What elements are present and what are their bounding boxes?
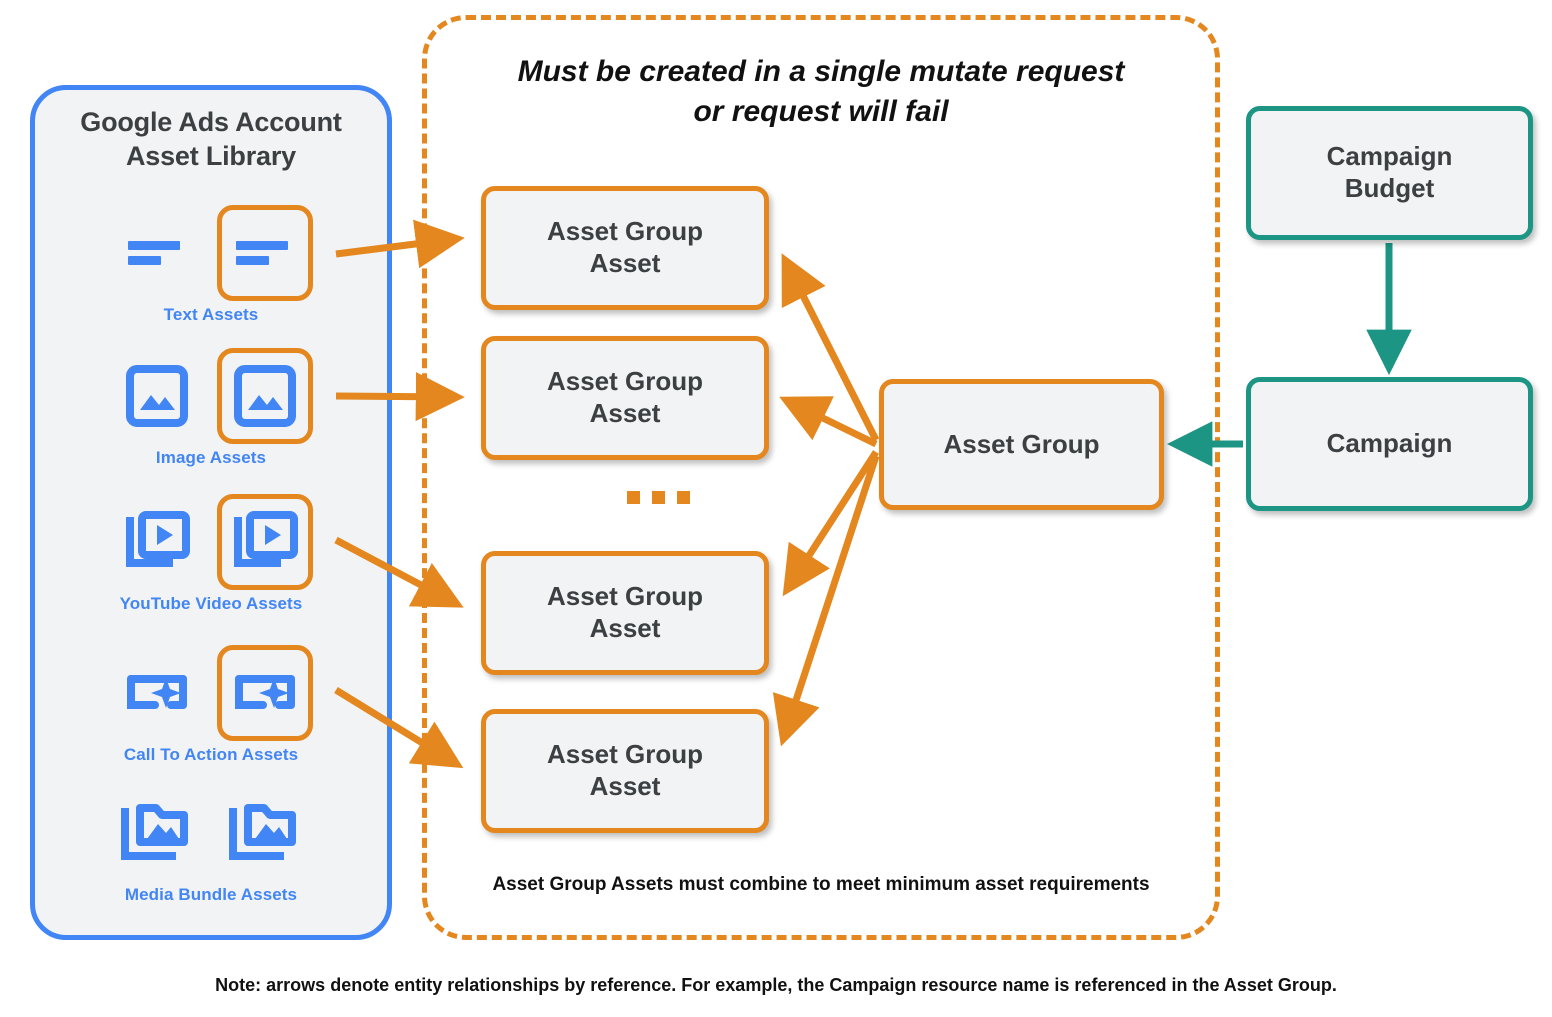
library-title-line2: Asset Library xyxy=(126,140,296,171)
asset-icons-cta xyxy=(30,645,392,741)
mutate-title-line2: or request will fail xyxy=(693,94,949,128)
ellipsis-dot-2 xyxy=(652,491,665,504)
video-stack-icon-highlighted[interactable] xyxy=(217,494,313,590)
aga-2-line1: Asset Group xyxy=(546,366,704,397)
aga-2-line2: Asset xyxy=(589,398,661,428)
text-lines-icon-highlighted[interactable] xyxy=(217,205,313,301)
aga-3-line2: Asset xyxy=(589,613,661,643)
mutate-title-line1: Must be created in a single mutate reque… xyxy=(517,55,1125,88)
asset-row-image: Image Assets xyxy=(30,348,392,468)
node-campaign-budget[interactable]: Campaign Budget xyxy=(1246,106,1533,240)
asset-group-label: Asset Group xyxy=(943,428,1100,459)
asset-caption-media-bundle: Media Bundle Assets xyxy=(124,885,298,904)
asset-icons-video xyxy=(30,494,392,590)
ellipsis-indicator xyxy=(627,491,690,504)
image-icon-plain xyxy=(109,348,205,444)
asset-library-panel xyxy=(30,85,392,940)
asset-row-video: YouTube Video Assets xyxy=(30,494,392,614)
ellipsis-dot-1 xyxy=(627,491,640,504)
node-asset-group[interactable]: Asset Group xyxy=(879,379,1164,510)
asset-caption-cta: Call To Action Assets xyxy=(123,745,299,764)
bottom-note: Note: arrows denote entity relationships… xyxy=(215,975,1337,995)
aga-1-line2: Asset xyxy=(589,248,661,278)
asset-row-text: Text Assets xyxy=(30,205,392,325)
aga-4-line2: Asset xyxy=(589,771,661,801)
asset-icons-text xyxy=(30,205,392,301)
asset-caption-text: Text Assets xyxy=(163,305,259,324)
node-asset-group-asset-4[interactable]: Asset Group Asset xyxy=(481,709,769,833)
library-title-line1: Google Ads Account xyxy=(80,107,342,137)
text-lines-icon-plain xyxy=(109,205,205,301)
mutate-panel-footnote: Asset Group Assets must combine to meet … xyxy=(492,874,1150,895)
campaign-label: Campaign xyxy=(1326,428,1453,459)
ellipsis-dot-3 xyxy=(677,491,690,504)
video-stack-icon-plain xyxy=(109,494,205,590)
asset-icons-image xyxy=(30,348,392,444)
node-asset-group-asset-1[interactable]: Asset Group Asset xyxy=(481,186,769,310)
node-asset-group-asset-3[interactable]: Asset Group Asset xyxy=(481,551,769,675)
asset-icons-media-bundle xyxy=(30,785,392,881)
aga-1-line1: Asset Group xyxy=(546,216,704,247)
library-panel-title: Google Ads Account Asset Library xyxy=(30,106,392,174)
node-campaign[interactable]: Campaign xyxy=(1246,377,1533,511)
asset-row-media-bundle: Media Bundle Assets xyxy=(30,785,392,905)
campaign-budget-line1: Campaign xyxy=(1326,141,1453,172)
asset-row-cta: Call To Action Assets xyxy=(30,645,392,765)
aga-4-line1: Asset Group xyxy=(546,739,704,770)
campaign-budget-line2: Budget xyxy=(1344,173,1435,203)
asset-caption-video: YouTube Video Assets xyxy=(119,594,303,613)
mutate-panel-title: Must be created in a single mutate reque… xyxy=(440,52,1202,132)
node-asset-group-asset-2[interactable]: Asset Group Asset xyxy=(481,336,769,460)
call-to-action-icon-plain xyxy=(109,645,205,741)
call-to-action-icon-highlighted[interactable] xyxy=(217,645,313,741)
asset-caption-image: Image Assets xyxy=(155,448,267,467)
aga-3-line1: Asset Group xyxy=(546,581,704,612)
media-bundle-icon-plain-1 xyxy=(109,785,205,881)
image-icon-highlighted[interactable] xyxy=(217,348,313,444)
media-bundle-icon-plain-2 xyxy=(217,785,313,881)
